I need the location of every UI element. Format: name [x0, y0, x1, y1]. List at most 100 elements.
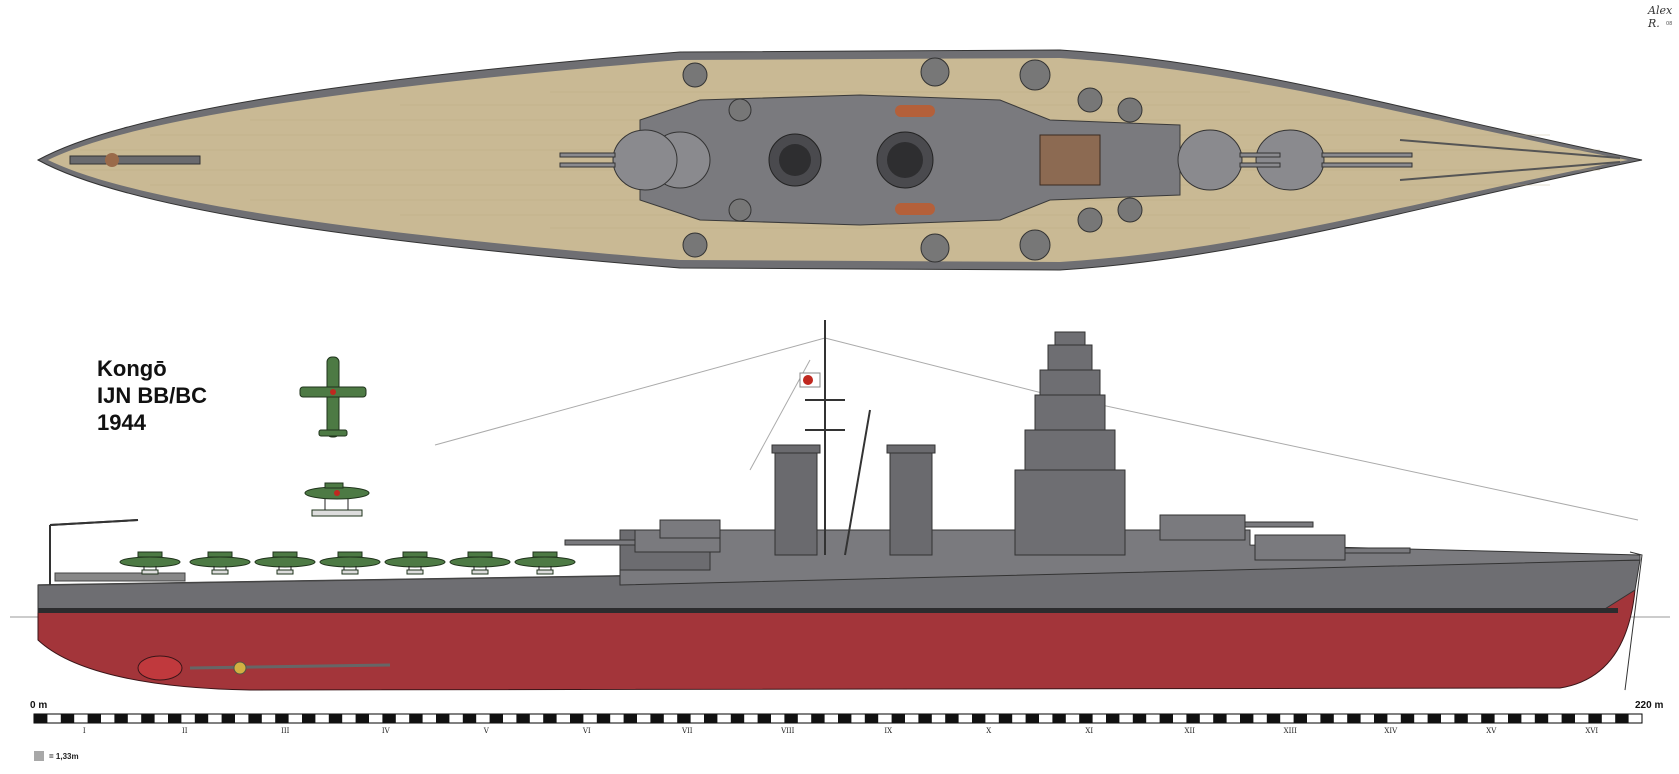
- funnel-aft: [771, 444, 821, 556]
- section-numeral: VIII: [781, 727, 795, 735]
- catapult-side: [54, 572, 186, 582]
- scale-segment: [704, 714, 718, 723]
- plan-turret-b: [1177, 129, 1281, 191]
- hull-boot-red: [37, 589, 1636, 691]
- scale-segment: [1534, 714, 1549, 723]
- aft-crane: [49, 519, 139, 585]
- scale-segment: [677, 714, 691, 723]
- scale-segment: [516, 714, 530, 723]
- scale-segment: [436, 714, 450, 723]
- plan-bridge: [1039, 134, 1101, 186]
- scale-legend-swatch: [34, 751, 44, 761]
- scale-segment: [1213, 714, 1227, 723]
- floatplane: [514, 551, 576, 575]
- scale-segment: [489, 714, 503, 723]
- section-numeral: XIV: [1384, 727, 1398, 735]
- section-numeral: III: [281, 727, 290, 735]
- ship-designation: IJN BB/BC: [97, 383, 208, 408]
- section-numeral: XI: [1085, 727, 1094, 735]
- naval-ensign: [799, 372, 821, 388]
- rudder: [137, 655, 183, 681]
- scale-segment: [1588, 714, 1602, 723]
- deck-planking: [80, 91, 1600, 229]
- scale-segment: [1240, 714, 1254, 723]
- floatplane: [254, 551, 316, 575]
- scale-segment: [462, 714, 477, 723]
- scale-segment: [838, 714, 852, 723]
- scale-segment: [784, 714, 798, 723]
- floatplane: [319, 551, 381, 575]
- derrick: [844, 409, 871, 556]
- plan-boat-1: [895, 105, 935, 117]
- bow: [1624, 551, 1643, 691]
- plan-turret-a: [1255, 129, 1413, 191]
- scale-segment: [221, 714, 235, 723]
- plan-catapult: [69, 155, 201, 165]
- scale-segment: [543, 714, 557, 723]
- section-numeral: II: [181, 727, 188, 735]
- plan-turret-d: [559, 129, 678, 191]
- scale-segment: [1374, 714, 1388, 723]
- scale-legend-value: = 1,33m: [49, 751, 79, 761]
- propeller: [233, 661, 247, 675]
- section-numeral: VI: [582, 727, 591, 735]
- aircraft-plan-view: [299, 356, 367, 438]
- boot-top: [38, 608, 1618, 613]
- turret-1-side: [1159, 514, 1314, 541]
- scale-segment: [945, 714, 959, 723]
- scale-segment: [1615, 714, 1629, 723]
- main-mast: [805, 320, 845, 555]
- pagoda-mast: [1014, 331, 1126, 556]
- scale-segment: [1159, 714, 1173, 723]
- scale-segment: [1025, 714, 1039, 723]
- scale-segment: [1052, 714, 1066, 723]
- scale-segment: [1320, 714, 1334, 723]
- scale-segment: [1186, 714, 1200, 723]
- scale-segment: [355, 714, 369, 723]
- scale-segment: [1400, 714, 1415, 723]
- scale-segment: [998, 714, 1013, 723]
- section-numeral: XVI: [1585, 727, 1599, 735]
- scale-segment: [623, 714, 637, 723]
- scale-legend: = 1,33m: [34, 751, 79, 761]
- propeller-shafts: [189, 663, 391, 670]
- section-numeral: IV: [381, 727, 390, 735]
- scale-segment: [730, 714, 745, 723]
- scale-segment: [1427, 714, 1441, 723]
- funnel-fwd: [886, 444, 936, 556]
- floatplane: [449, 551, 511, 575]
- scale-segment: [570, 714, 584, 723]
- floatplane: [189, 551, 251, 575]
- section-numeral: XV: [1486, 727, 1497, 735]
- scale-segment: [1454, 714, 1468, 723]
- section-numeral: IX: [884, 727, 893, 735]
- scale-segment: [302, 714, 316, 723]
- scale-segment: [194, 714, 209, 723]
- scale-segment: [382, 714, 396, 723]
- section-numeral: V: [483, 727, 489, 735]
- scale-start-label: 0 m: [30, 700, 48, 711]
- turret-4-side: [659, 519, 721, 539]
- ship-name: Kongō: [97, 356, 167, 381]
- scale-segment: [87, 714, 101, 723]
- scale-segment: [864, 714, 879, 723]
- scale-segment: [248, 714, 262, 723]
- scale-segment: [757, 714, 771, 723]
- section-numeral: XII: [1184, 727, 1196, 735]
- scale-segment: [650, 714, 664, 723]
- scale-segment: [1293, 714, 1307, 723]
- ship-year: 1944: [97, 410, 146, 435]
- scale-segment: [891, 714, 905, 723]
- scale-segment: [60, 714, 75, 723]
- section-numeral: I: [82, 727, 86, 735]
- artist-signature: Alex R.: [1648, 4, 1673, 30]
- scale-segment: [1561, 714, 1575, 723]
- ship-title-block: Kongō IJN BB/BC 1944: [97, 355, 207, 436]
- scale-segment: [972, 714, 986, 723]
- artist-signature-sub: 08: [1666, 21, 1673, 27]
- scale-segment: [1132, 714, 1147, 723]
